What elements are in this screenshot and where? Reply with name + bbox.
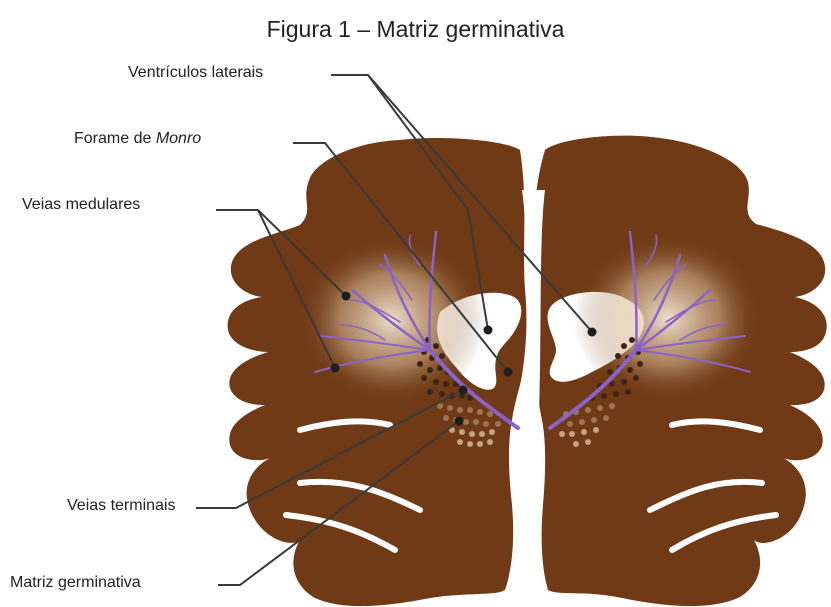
label-veias-terminais: Veias terminais bbox=[67, 497, 176, 515]
label-forame-italic: Monro bbox=[156, 130, 201, 147]
label-ventriculos-laterais: Ventrículos laterais bbox=[128, 64, 263, 82]
label-forame-de-monro: Forame de Monro bbox=[74, 130, 201, 148]
right-vein-glow bbox=[573, 233, 763, 403]
label-forame-prefix: Forame de bbox=[74, 130, 156, 147]
label-matriz-germinativa: Matriz germinativa bbox=[10, 574, 141, 592]
label-veias-medulares: Veias medulares bbox=[22, 196, 140, 214]
